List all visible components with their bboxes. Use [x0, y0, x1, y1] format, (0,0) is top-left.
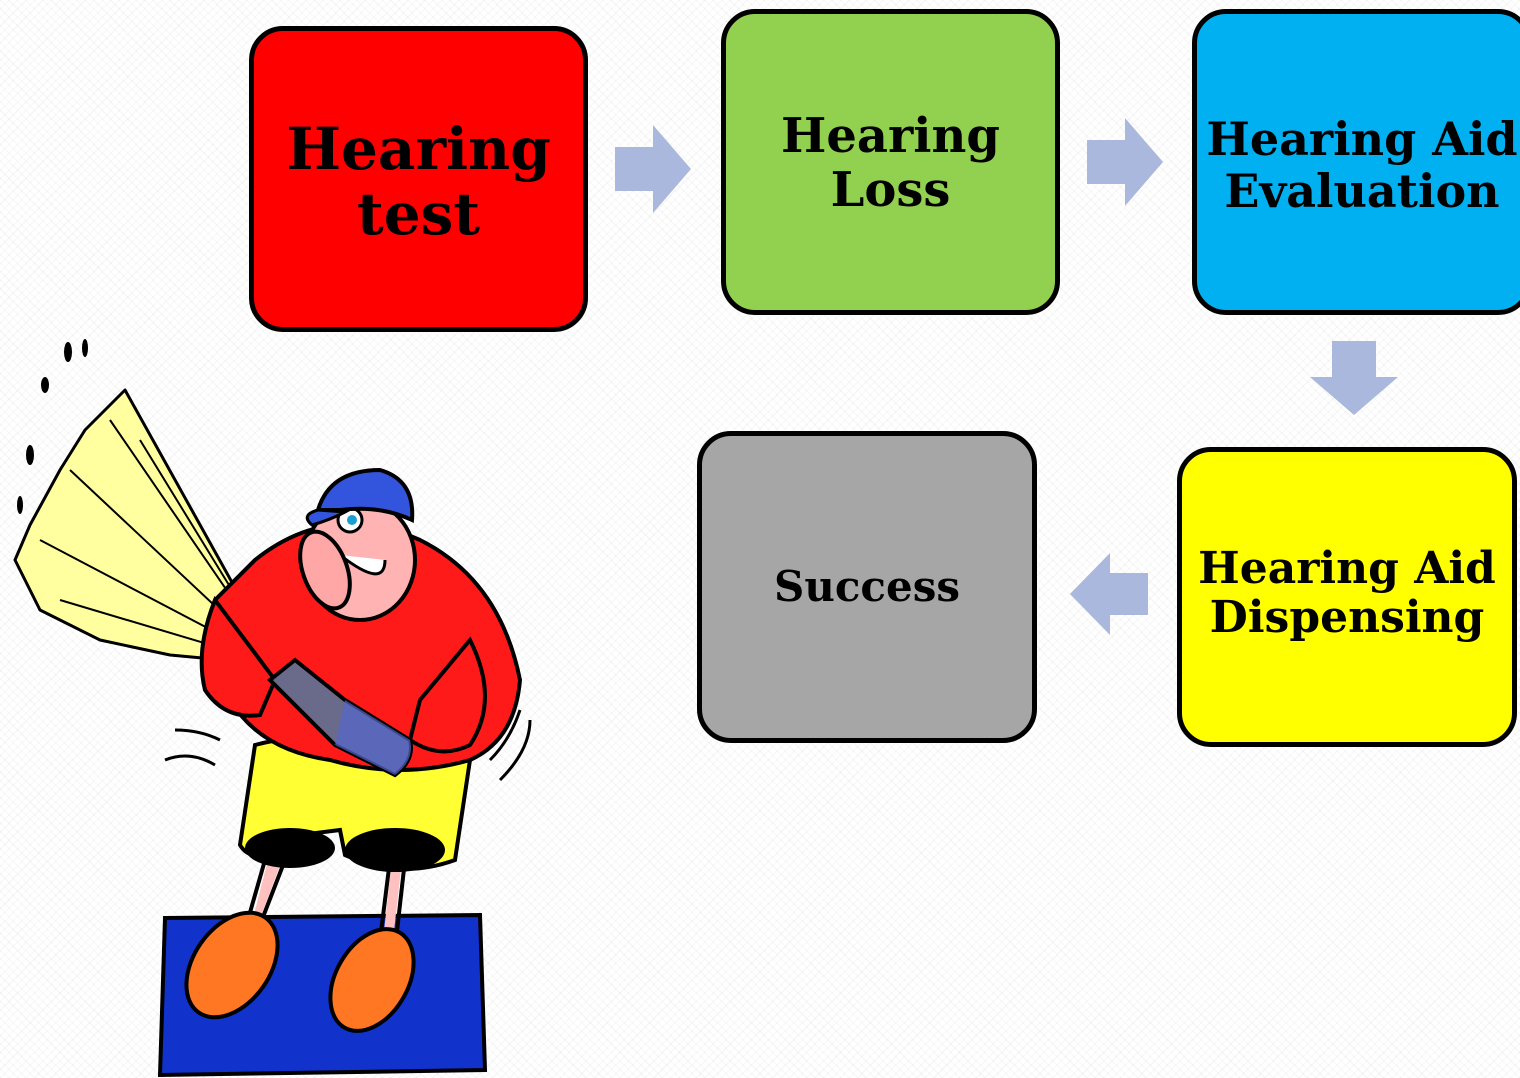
arrow-right-icon [1087, 118, 1163, 206]
step-label-line: Hearing [781, 108, 1000, 164]
step-label-line: Evaluation [1224, 163, 1500, 218]
step-success: Success [697, 431, 1037, 743]
champagne-celebration-illustration [13, 339, 532, 1078]
arrow-left-icon [1070, 553, 1148, 635]
step-label-line: Success [773, 562, 961, 612]
step-label-line: Loss [830, 161, 951, 218]
arrow-right-icon [615, 125, 691, 213]
step-label-line: test [356, 179, 481, 248]
arrow-down-icon [1310, 341, 1398, 415]
step-hearing-loss: Hearing Loss [721, 9, 1060, 315]
step-hearing-aid-dispensing: Hearing Aid Dispensing [1177, 447, 1517, 747]
step-label-line: Hearing [286, 115, 551, 183]
step-label-line: Hearing Aid [1198, 543, 1496, 594]
step-label-line: Dispensing [1209, 592, 1485, 644]
step-hearing-aid-evaluation: Hearing Aid Evaluation [1192, 9, 1520, 315]
spray-icon [13, 339, 280, 667]
step-hearing-test: Hearing test [249, 26, 588, 332]
step-label-line: Hearing Aid [1206, 112, 1518, 166]
